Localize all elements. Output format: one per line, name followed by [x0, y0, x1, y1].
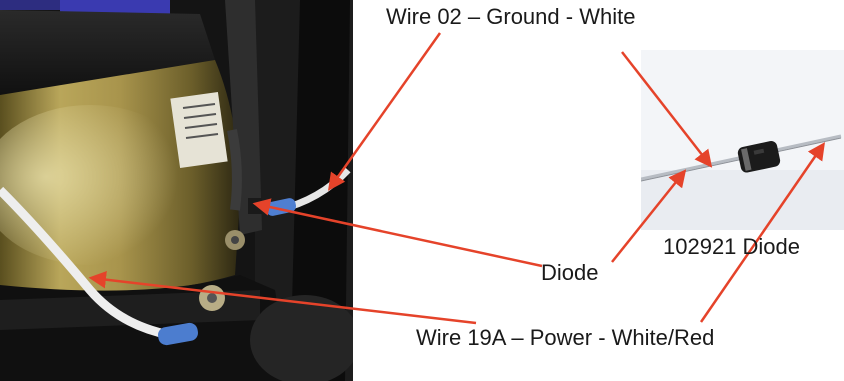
diode-product-photo: [641, 50, 844, 230]
diode-part-caption: 102921 Diode: [663, 234, 801, 259]
ground-arrow-product: [621, 51, 713, 168]
ground-arrow-photo: [327, 32, 442, 191]
diode-caption-arrow: [611, 169, 687, 263]
power-arrow-product: [699, 142, 825, 323]
diode-arrow: [252, 198, 543, 268]
ground-wire-label: Wire 02 – Ground - White: [386, 4, 636, 29]
motor-assembly-photo: [0, 0, 353, 381]
diode-label: Diode: [541, 260, 599, 285]
power-arrow-photo: [88, 270, 477, 325]
power-wire-label: Wire 19A – Power - White/Red: [416, 325, 715, 350]
